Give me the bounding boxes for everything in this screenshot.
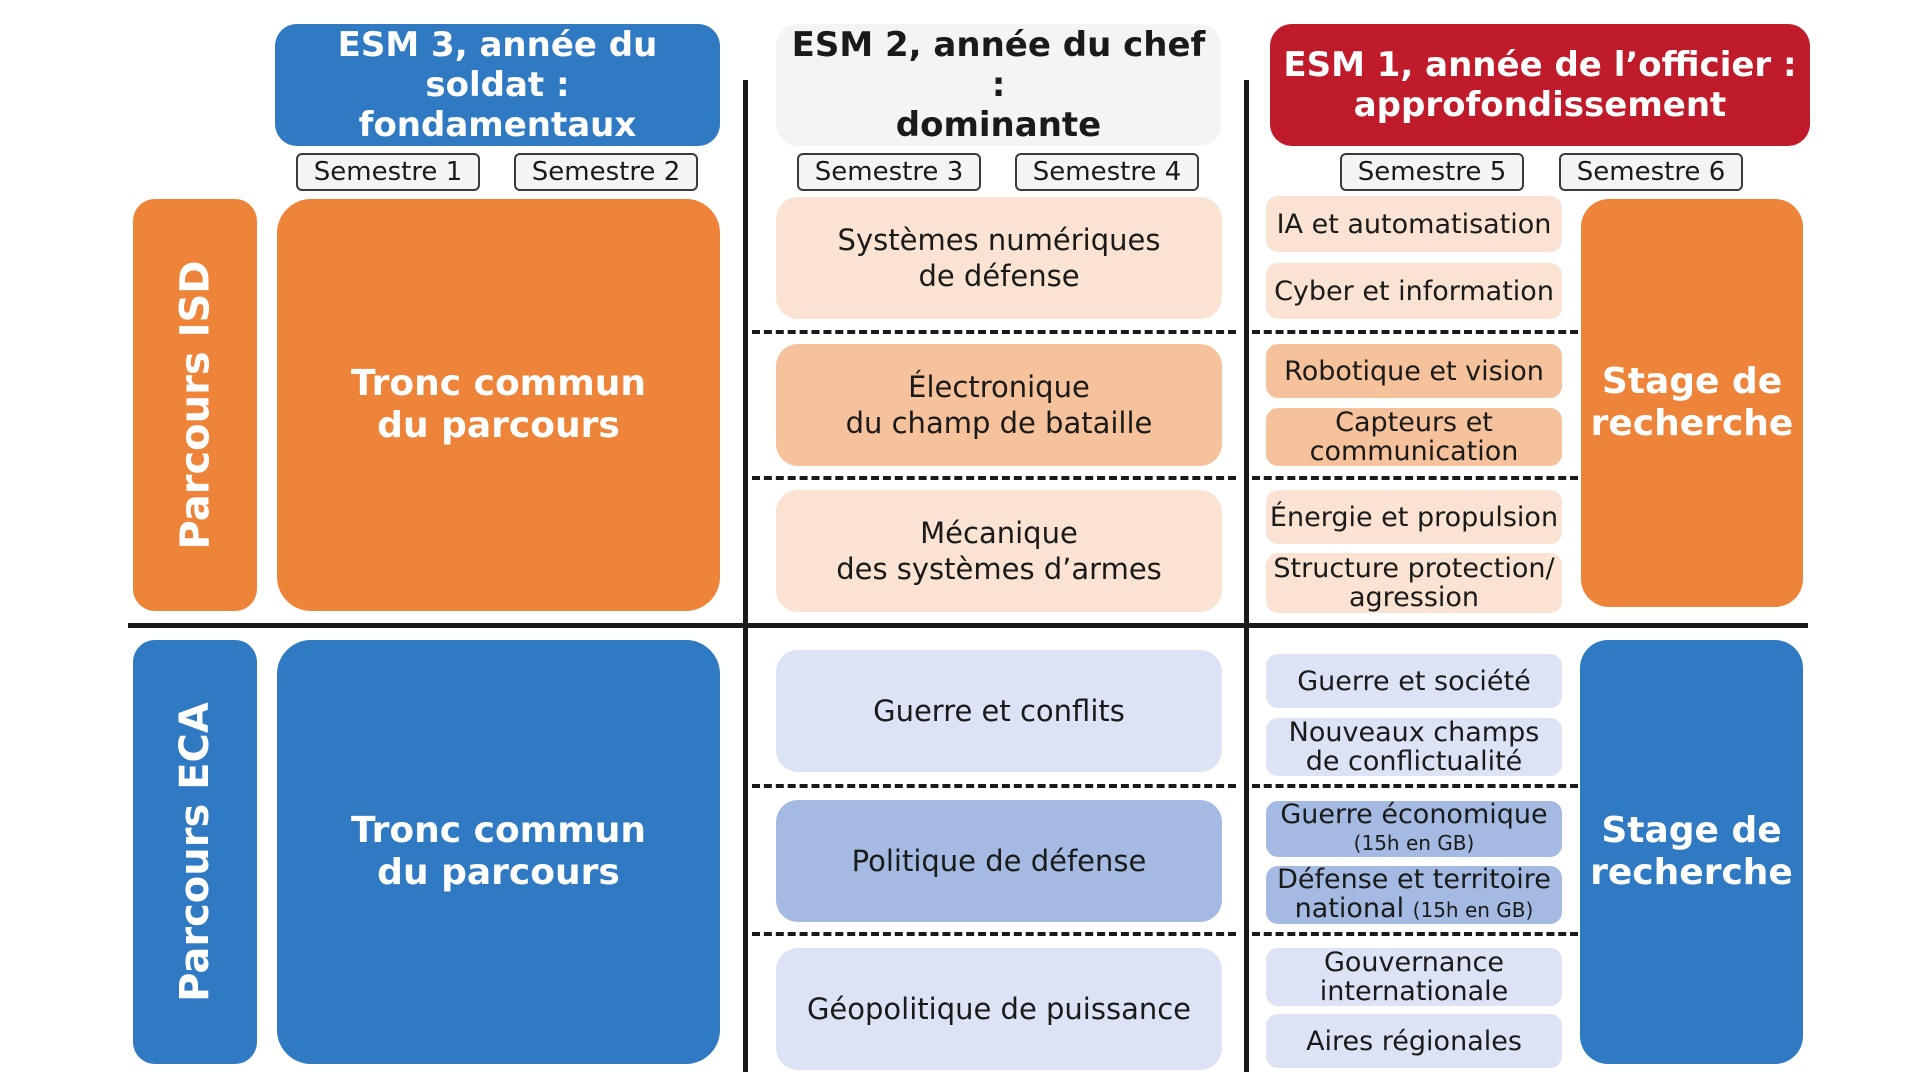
eca-dominante-1: Guerre et conflits — [776, 650, 1222, 772]
eca-stage-line1: Stage de — [1601, 810, 1782, 851]
eca-approf-6-text: Aires régionales — [1306, 1025, 1522, 1057]
isd-dom1-line1: Systèmes numériques — [837, 223, 1161, 257]
isd-approf-2-text: Cyber et information — [1274, 275, 1554, 307]
dashed-separator-eca-1 — [752, 784, 1236, 788]
semester-5: Semestre 5 — [1340, 153, 1524, 191]
eca-approf-4-note: (15h en GB) — [1412, 898, 1534, 922]
isd-dom2-line2: du champ de bataille — [845, 406, 1153, 440]
eca-approf-6: Aires régionales — [1266, 1014, 1562, 1068]
dashed-separator-eca-4 — [1252, 932, 1578, 936]
isd-approf-5-text: Énergie et propulsion — [1269, 501, 1559, 533]
isd-approf-1: IA et automatisation — [1266, 196, 1562, 252]
isd-approf-6-line2: agression — [1348, 582, 1480, 613]
header-esm1-line1: ESM 1, année de l’officier : — [1283, 45, 1797, 85]
isd-approf-4-line1: Capteurs et — [1335, 407, 1493, 438]
eca-approf-3-line1: Guerre économique — [1280, 799, 1548, 830]
eca-dom1-text: Guerre et conflits — [873, 694, 1125, 728]
eca-dominante-2: Politique de défense — [776, 800, 1222, 922]
header-esm1-line2: approfondissement — [1353, 85, 1727, 125]
eca-approf-5-line2: internationale — [1319, 976, 1509, 1007]
eca-stage-line2: recherche — [1590, 852, 1793, 893]
dashed-separator-isd-1 — [752, 330, 1236, 334]
eca-approf-2-line2: de conflictualité — [1305, 746, 1523, 777]
eca-dominante-3: Géopolitique de puissance — [776, 948, 1222, 1070]
header-esm3: ESM 3, année du soldat :fondamentaux — [275, 24, 720, 146]
eca-dom3-text: Géopolitique de puissance — [806, 992, 1192, 1026]
eca-core-line1: Tronc commun — [351, 810, 646, 851]
divider-vertical-left — [743, 80, 748, 1072]
isd-dom1-line2: de défense — [918, 259, 1080, 293]
header-esm2-line1: ESM 2, année du chef : — [791, 25, 1206, 105]
header-esm3-line1: ESM 3, année du soldat : — [337, 25, 658, 105]
isd-approf-1-text: IA et automatisation — [1276, 208, 1552, 240]
parcours-isd-label: Parcours ISD — [133, 199, 257, 611]
eca-approf-2-line1: Nouveaux champs — [1288, 717, 1540, 748]
isd-approf-6: Structure protection/agression — [1266, 553, 1562, 613]
dashed-separator-isd-3 — [752, 476, 1236, 480]
eca-dom2-text: Politique de défense — [851, 844, 1147, 878]
parcours-isd-text: Parcours ISD — [172, 260, 219, 550]
dashed-separator-isd-2 — [1252, 330, 1578, 334]
semester-1: Semestre 1 — [296, 153, 480, 191]
isd-core-line1: Tronc commun — [351, 363, 646, 404]
semester-4: Semestre 4 — [1015, 153, 1199, 191]
isd-dom3-line1: Mécanique — [920, 516, 1078, 550]
eca-approf-3-note: (15h en GB) — [1353, 831, 1475, 855]
header-esm3-line2: fondamentaux — [358, 105, 637, 145]
parcours-eca-label: Parcours ECA — [133, 640, 257, 1064]
header-esm2-line2: dominante — [895, 105, 1102, 145]
eca-core-line2: du parcours — [377, 852, 620, 893]
semester-6: Semestre 6 — [1559, 153, 1743, 191]
isd-stage-line2: recherche — [1590, 403, 1794, 444]
eca-approf-3: Guerre économique(15h en GB) — [1266, 799, 1562, 857]
isd-approf-2: Cyber et information — [1266, 263, 1562, 319]
eca-approf-4-line1: Défense et territoire — [1277, 864, 1551, 895]
isd-approf-6-line1: Structure protection/ — [1273, 553, 1555, 584]
isd-dom3-line2: des systèmes d’armes — [836, 552, 1162, 586]
isd-approf-3-text: Robotique et vision — [1284, 355, 1544, 387]
isd-approf-5: Énergie et propulsion — [1266, 490, 1562, 544]
isd-approf-3: Robotique et vision — [1266, 344, 1562, 398]
eca-approf-5-line1: Gouvernance — [1323, 947, 1504, 978]
divider-vertical-right — [1244, 80, 1249, 1072]
dashed-separator-isd-4 — [1252, 476, 1578, 480]
isd-approf-4-line2: communication — [1309, 436, 1519, 467]
eca-approf-4-line2: national — [1294, 893, 1405, 924]
eca-approf-1-text: Guerre et société — [1297, 665, 1531, 697]
dashed-separator-eca-2 — [1252, 784, 1578, 788]
parcours-eca-text: Parcours ECA — [172, 702, 219, 1002]
semester-3: Semestre 3 — [797, 153, 981, 191]
header-esm1: ESM 1, année de l’officier :approfondiss… — [1270, 24, 1810, 146]
isd-stage-line1: Stage de — [1601, 361, 1783, 402]
header-esm2: ESM 2, année du chef :dominante — [776, 24, 1221, 146]
dashed-separator-eca-3 — [752, 932, 1236, 936]
isd-core-line2: du parcours — [377, 405, 620, 446]
divider-horizontal-main — [128, 623, 1808, 628]
eca-approf-1: Guerre et société — [1266, 654, 1562, 708]
semester-2: Semestre 2 — [514, 153, 698, 191]
isd-dom2-line1: Électronique — [908, 370, 1090, 404]
